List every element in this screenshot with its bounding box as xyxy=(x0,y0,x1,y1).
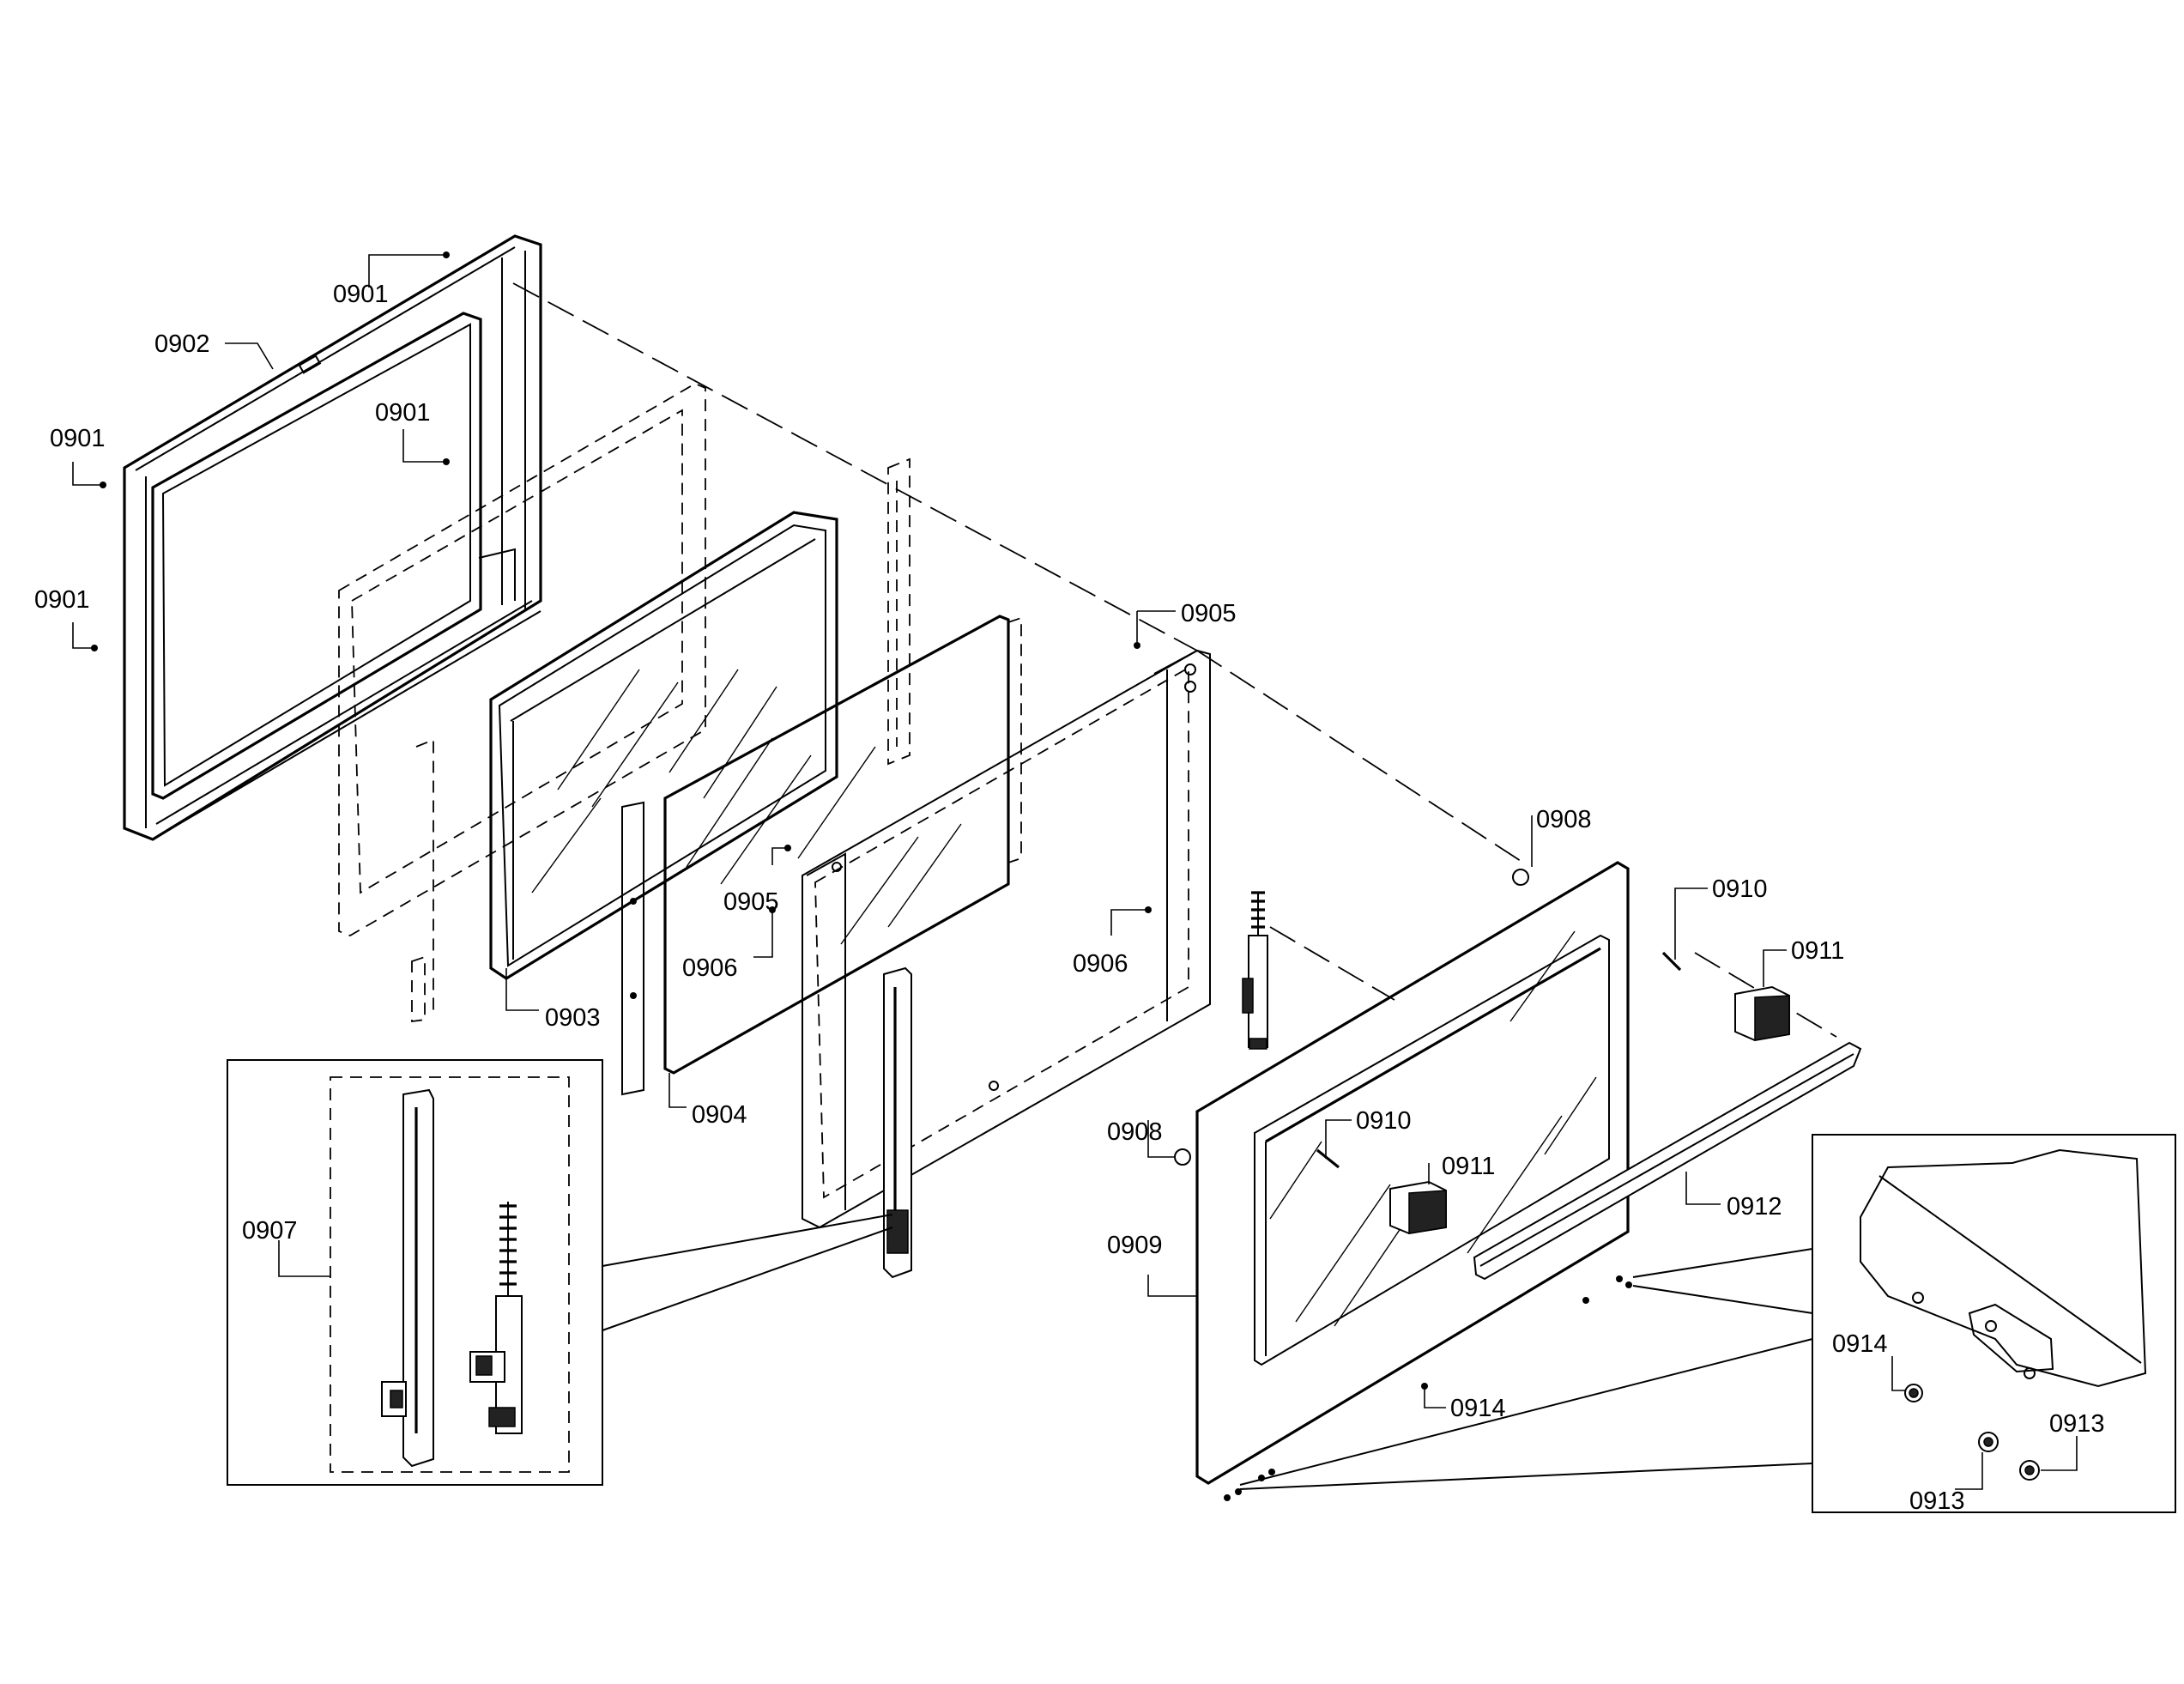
label-0913-left: 0913 xyxy=(1909,1487,1965,1515)
screw-lower-0910 xyxy=(1316,1148,1340,1169)
outer-door-frame-0902 xyxy=(123,234,542,841)
label-0911-upper: 0911 xyxy=(1791,937,1844,965)
label-0902: 0902 xyxy=(154,330,210,358)
leader-lines xyxy=(72,251,2078,1501)
hinge-right-0906 xyxy=(1242,891,1268,1050)
label-0910-lower: 0910 xyxy=(1356,1107,1412,1135)
hinge-left-0906 xyxy=(883,966,912,1279)
label-0906-right: 0906 xyxy=(1073,950,1128,978)
label-0907: 0907 xyxy=(242,1217,298,1245)
label-0905-mid: 0905 xyxy=(723,888,779,916)
bumper-lower-0908 xyxy=(1174,1148,1191,1166)
label-0914-detail: 0914 xyxy=(1832,1330,1888,1358)
label-0905-top: 0905 xyxy=(1181,600,1237,627)
label-0901-left-upper: 0901 xyxy=(50,425,106,452)
label-0906-left: 0906 xyxy=(682,954,738,982)
label-0912: 0912 xyxy=(1727,1193,1782,1221)
foot-detail-box xyxy=(1239,1134,2176,1513)
hinge-detail-box-0907 xyxy=(227,1059,893,1486)
handle-bracket-upper-0911 xyxy=(1734,985,1790,1042)
label-0908-upper: 0908 xyxy=(1536,806,1592,833)
label-0901-top: 0901 xyxy=(333,281,389,308)
outer-door-panel-0909 xyxy=(1195,861,1630,1485)
label-0914-lower: 0914 xyxy=(1450,1395,1506,1422)
framed-glass-panel-0903 xyxy=(489,511,838,980)
dashed-gasket-frame xyxy=(338,382,911,1023)
label-0901-right: 0901 xyxy=(375,399,431,427)
label-0903: 0903 xyxy=(545,1004,601,1032)
bumper-upper-0908 xyxy=(1512,869,1529,886)
label-0910-upper: 0910 xyxy=(1712,875,1768,903)
screw-upper-0910 xyxy=(1661,951,1682,972)
label-0913-right: 0913 xyxy=(2049,1410,2105,1438)
label-0908-lower: 0908 xyxy=(1107,1118,1163,1146)
label-0904: 0904 xyxy=(692,1101,747,1129)
label-0901-left-lower: 0901 xyxy=(34,586,90,614)
assembly-centerlines xyxy=(512,282,1837,1038)
label-0909: 0909 xyxy=(1107,1232,1163,1259)
label-0911-lower: 0911 xyxy=(1442,1153,1495,1180)
inner-door-frame-0905 xyxy=(802,616,1211,1229)
inner-glass-0904 xyxy=(621,615,1010,1096)
part-number-labels: 0901 0902 0901 0901 0901 0903 0904 0905 … xyxy=(34,281,2105,1515)
handle-bracket-lower-0911 xyxy=(1389,1180,1447,1235)
door-handle-0912 xyxy=(1473,1041,1862,1281)
